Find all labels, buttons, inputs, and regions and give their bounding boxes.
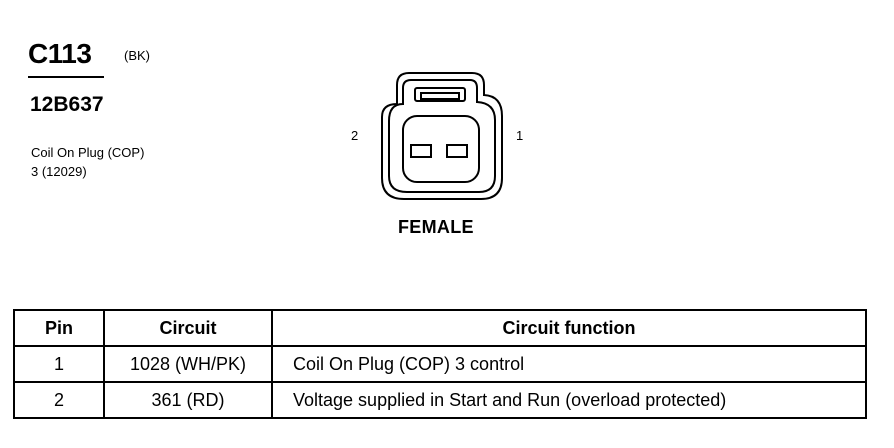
header-circuit-function: Circuit function [271, 309, 867, 347]
table-row: 1 1028 (WH/PK) Coil On Plug (COP) 3 cont… [13, 345, 867, 383]
part-number: 12B637 [30, 93, 104, 116]
cell-circuit-function: Voltage supplied in Start and Run (overl… [271, 381, 867, 419]
cell-pin: 2 [13, 381, 105, 419]
table-header-row: Pin Circuit Circuit function [13, 309, 867, 347]
pinout-table: Pin Circuit Circuit function 1 1028 (WH/… [13, 309, 867, 419]
pin-label-1: 1 [516, 128, 524, 143]
connector-id: C113 [28, 38, 92, 69]
cell-circuit-function: Coil On Plug (COP) 3 control [271, 345, 867, 383]
connector-id-underline [28, 76, 104, 78]
connector-latch-slot [420, 92, 460, 100]
description-line-2: 3 (12029) [31, 164, 87, 179]
header-pin: Pin [13, 309, 105, 347]
cell-circuit: 361 (RD) [103, 381, 273, 419]
terminal-pin-1 [446, 144, 468, 158]
connector-housing-outer [381, 72, 503, 200]
connector-latch [414, 87, 466, 102]
table-row: 2 361 (RD) Voltage supplied in Start and… [13, 381, 867, 419]
cell-pin: 1 [13, 345, 105, 383]
pin-label-2: 2 [351, 128, 359, 143]
description-line-1: Coil On Plug (COP) [31, 145, 145, 160]
connector-mating-face [402, 115, 480, 183]
gender-label: FEMALE [398, 217, 474, 237]
header-circuit: Circuit [103, 309, 273, 347]
cell-circuit: 1028 (WH/PK) [103, 345, 273, 383]
connector-color: (BK) [124, 48, 150, 63]
terminal-pin-2 [410, 144, 432, 158]
connector-housing-inner [388, 79, 496, 193]
